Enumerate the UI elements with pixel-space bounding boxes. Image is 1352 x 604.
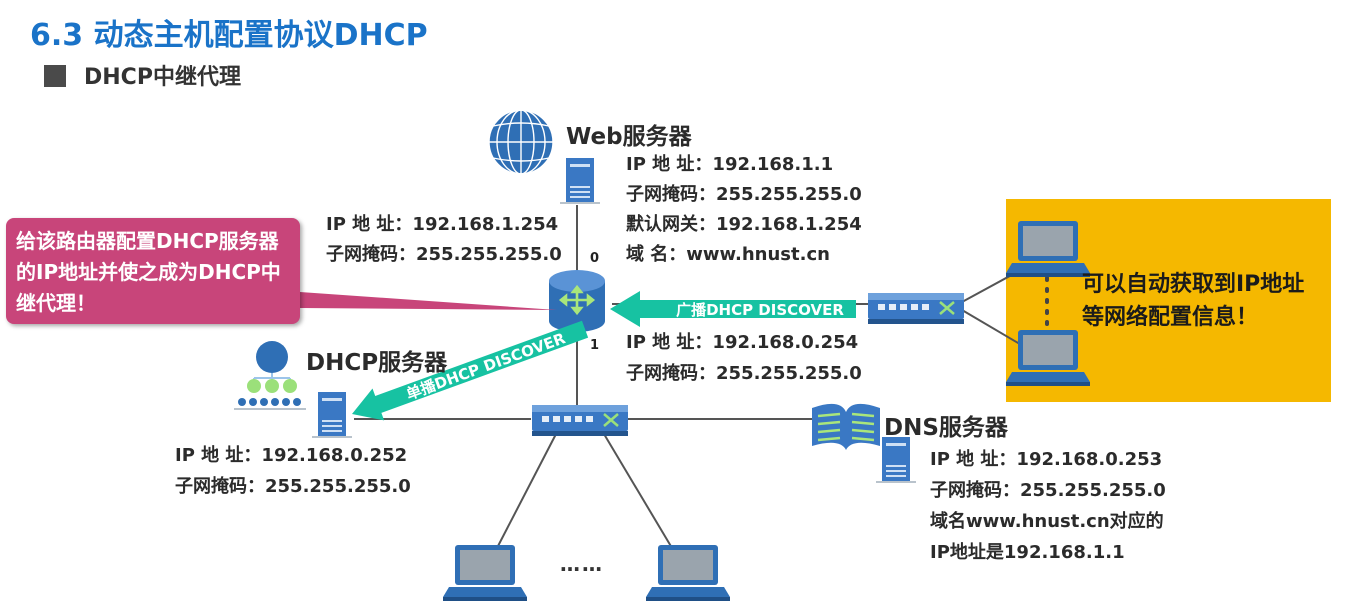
- relay-agent-callout: 给该路由器配置DHCP服务器的IP地址并使之成为DHCP中继代理！: [6, 218, 300, 324]
- section-subtitle: DHCP中继代理: [44, 59, 241, 91]
- router-if1-ip: IP 地 址：192.168.0.254: [626, 332, 859, 353]
- router-if0-ip: IP 地 址：192.168.1.254: [326, 214, 559, 235]
- router-icon: [549, 270, 605, 332]
- lan-laptop-right-icon: [646, 545, 730, 601]
- globe-icon: [488, 109, 554, 175]
- dns-server-label: DNS服务器: [884, 415, 1008, 441]
- web-server-domain: 域 名：www.hnust.cn: [626, 244, 830, 265]
- dhcp-server-mask: 子网掩码：255.255.255.0: [175, 476, 411, 497]
- dhcp-server-label: DHCP服务器: [306, 350, 448, 376]
- link-switch-laptop-right: [603, 433, 673, 549]
- dhcp-hierarchy-icon: [234, 341, 306, 410]
- dns-server-mask: 子网掩码：255.255.255.0: [930, 480, 1166, 501]
- remote-laptop-bottom-icon: [1006, 330, 1090, 386]
- router-if0-mask: 子网掩码：255.255.255.0: [326, 244, 562, 265]
- web-server-label: Web服务器: [566, 124, 692, 150]
- page-title: 6.3 动态主机配置协议DHCP: [30, 18, 428, 53]
- link-switch-laptop-left: [496, 433, 557, 549]
- web-server-mask: 子网掩码：255.255.255.0: [626, 184, 862, 205]
- dns-book-icon: [812, 403, 880, 450]
- broadcast-arrow-label: 广播DHCP DISCOVER: [676, 301, 844, 319]
- subtitle-text: DHCP中继代理: [84, 65, 241, 90]
- callout-pointer: [300, 292, 557, 310]
- remote-laptop-top-icon: [1006, 221, 1090, 277]
- web-server-gateway: 默认网关：192.168.1.254: [626, 214, 862, 235]
- web-server-ip: IP 地 址：192.168.1.1: [626, 154, 834, 175]
- dns-server-note-line2: IP地址是192.168.1.1: [930, 542, 1125, 563]
- remote-switch-icon: [866, 291, 966, 326]
- lan-laptop-left-icon: [443, 545, 527, 601]
- dns-server-ip: IP 地 址：192.168.0.253: [930, 449, 1163, 470]
- dhcp-server-icon: [312, 392, 352, 438]
- remote-network-note: 可以自动获取到IP地址等网络配置信息！: [1082, 272, 1305, 330]
- lan-switch-icon: [530, 403, 630, 438]
- dns-server-note-line1: 域名www.hnust.cn对应的: [930, 511, 1164, 532]
- dhcp-server-ip: IP 地 址：192.168.0.252: [175, 445, 408, 466]
- broadcast-discover-arrow: 广播DHCP DISCOVER: [610, 291, 856, 327]
- router-port-0: 0: [590, 251, 600, 266]
- router-if1-mask: 子网掩码：255.255.255.0: [626, 363, 862, 384]
- web-server-icon: [560, 158, 600, 204]
- dns-server-icon: [876, 437, 916, 483]
- bullet-square-icon: [44, 65, 66, 87]
- lan-hosts-ellipsis: ……: [560, 552, 604, 576]
- router-port-1: 1: [590, 338, 600, 353]
